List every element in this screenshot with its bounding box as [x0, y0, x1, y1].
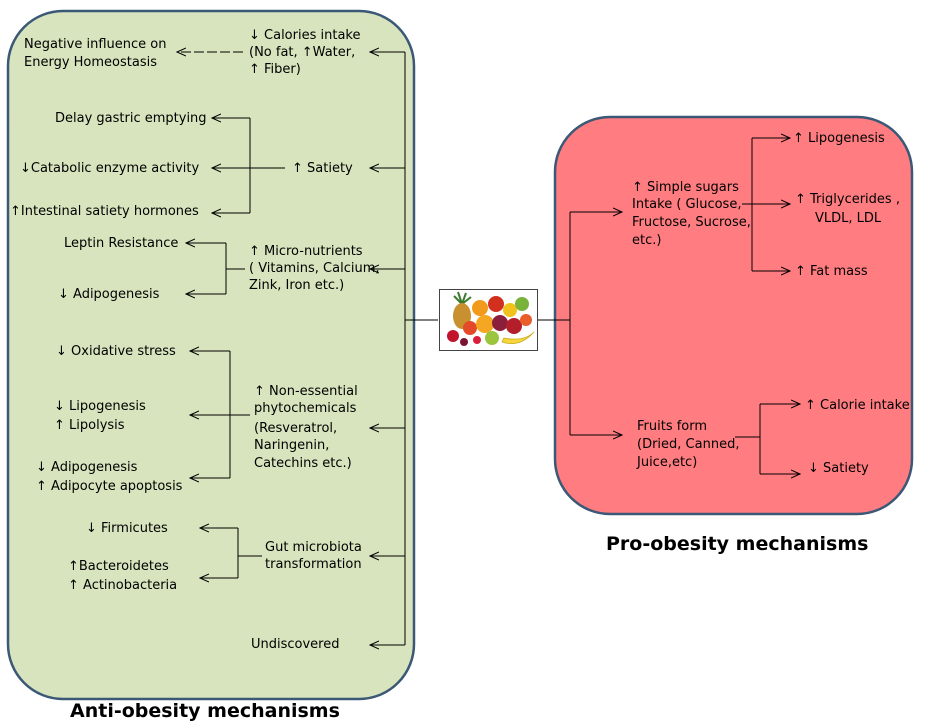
cause-phytochemicals-line3: (Resveratrol,	[254, 421, 338, 436]
pro-fat-mass: ↑ Fat mass	[795, 264, 868, 279]
pro-sugars-line1: ↑ Simple sugars	[632, 180, 739, 195]
pro-triglycerides-line1: ↑ Triglycerides ,	[795, 192, 900, 207]
pro-fruits-form-line3: Juice,etc)	[637, 455, 698, 470]
cause-phytochemicals-line4: Naringenin,	[254, 438, 330, 453]
effect-lipolysis: ↑ Lipolysis	[54, 418, 125, 433]
effect-adipogenesis-1: ↓ Adipogenesis	[58, 287, 160, 302]
effect-adipogenesis-2: ↓ Adipogenesis	[36, 460, 138, 475]
pro-satiety: ↓ Satiety	[808, 461, 869, 476]
cause-gut-line1: Gut microbiota	[265, 540, 362, 555]
cause-phytochemicals-line1: ↑ Non-essential	[254, 384, 358, 399]
cause-calories-line2: (No fat, ↑Water,	[249, 45, 356, 60]
cause-micronutrients-line1: ↑ Micro-nutrients	[249, 244, 363, 259]
effect-adipocyte-apoptosis: ↑ Adipocyte apoptosis	[36, 479, 183, 494]
pro-sugars-line3: Fructose, Sucrose,	[632, 215, 751, 230]
pro-obesity-title: Pro-obesity mechanisms	[606, 533, 869, 555]
effect-leptin-resistance: Leptin Resistance	[64, 236, 179, 251]
cause-undiscovered: Undiscovered	[251, 637, 340, 652]
cause-phytochemicals-line2: phytochemicals	[254, 401, 357, 416]
pro-fruits-form-line2: (Dried, Canned,	[637, 437, 740, 452]
cause-phytochemicals-line5: Catechins etc.)	[254, 456, 352, 471]
effect-firmicutes: ↓ Firmicutes	[86, 521, 168, 536]
effect-gastric-emptying: Delay gastric emptying	[55, 111, 207, 126]
anti-obesity-panel	[6, 9, 416, 701]
connector-lines	[177, 52, 800, 645]
cause-satiety: ↑ Satiety	[292, 161, 353, 176]
effect-energy-line1: Negative influence on	[24, 37, 167, 52]
pro-fruits-form-line1: Fruits form	[637, 419, 708, 434]
anti-obesity-title: Anti-obesity mechanisms	[70, 700, 340, 722]
effect-satiety-hormones: ↑Intestinal satiety hormones	[10, 204, 199, 219]
pro-obesity-panel	[553, 115, 914, 516]
cause-micronutrients-line3: Zink, Iron etc.)	[249, 278, 345, 293]
pro-calorie-intake: ↑ Calorie intake	[805, 398, 910, 413]
cause-calories-line3: ↑ Fiber)	[249, 62, 301, 77]
effect-actinobacteria: ↑ Actinobacteria	[68, 578, 178, 593]
effect-catabolic-enzyme: ↓Catabolic enzyme activity	[20, 161, 200, 176]
cause-calories-line1: ↓ Calories intake	[249, 28, 361, 43]
pro-sugars-line4: etc.)	[632, 233, 662, 248]
effect-energy-line2: Energy Homeostasis	[24, 55, 157, 70]
cause-micronutrients-line2: ( Vitamins, Calcium,	[249, 261, 380, 276]
fruit-basket-image	[439, 289, 538, 351]
pro-lipogenesis: ↑ Lipogenesis	[793, 131, 885, 146]
effect-oxidative-stress: ↓ Oxidative stress	[56, 344, 176, 359]
cause-gut-line2: transformation	[265, 557, 362, 572]
pro-sugars-line2: Intake ( Glucose,	[632, 197, 742, 212]
effect-bacteroidetes: ↑Bacteroidetes	[68, 559, 169, 574]
pro-triglycerides-line2: VLDL, LDL	[815, 211, 882, 226]
effect-lipogenesis: ↓ Lipogenesis	[54, 399, 146, 414]
